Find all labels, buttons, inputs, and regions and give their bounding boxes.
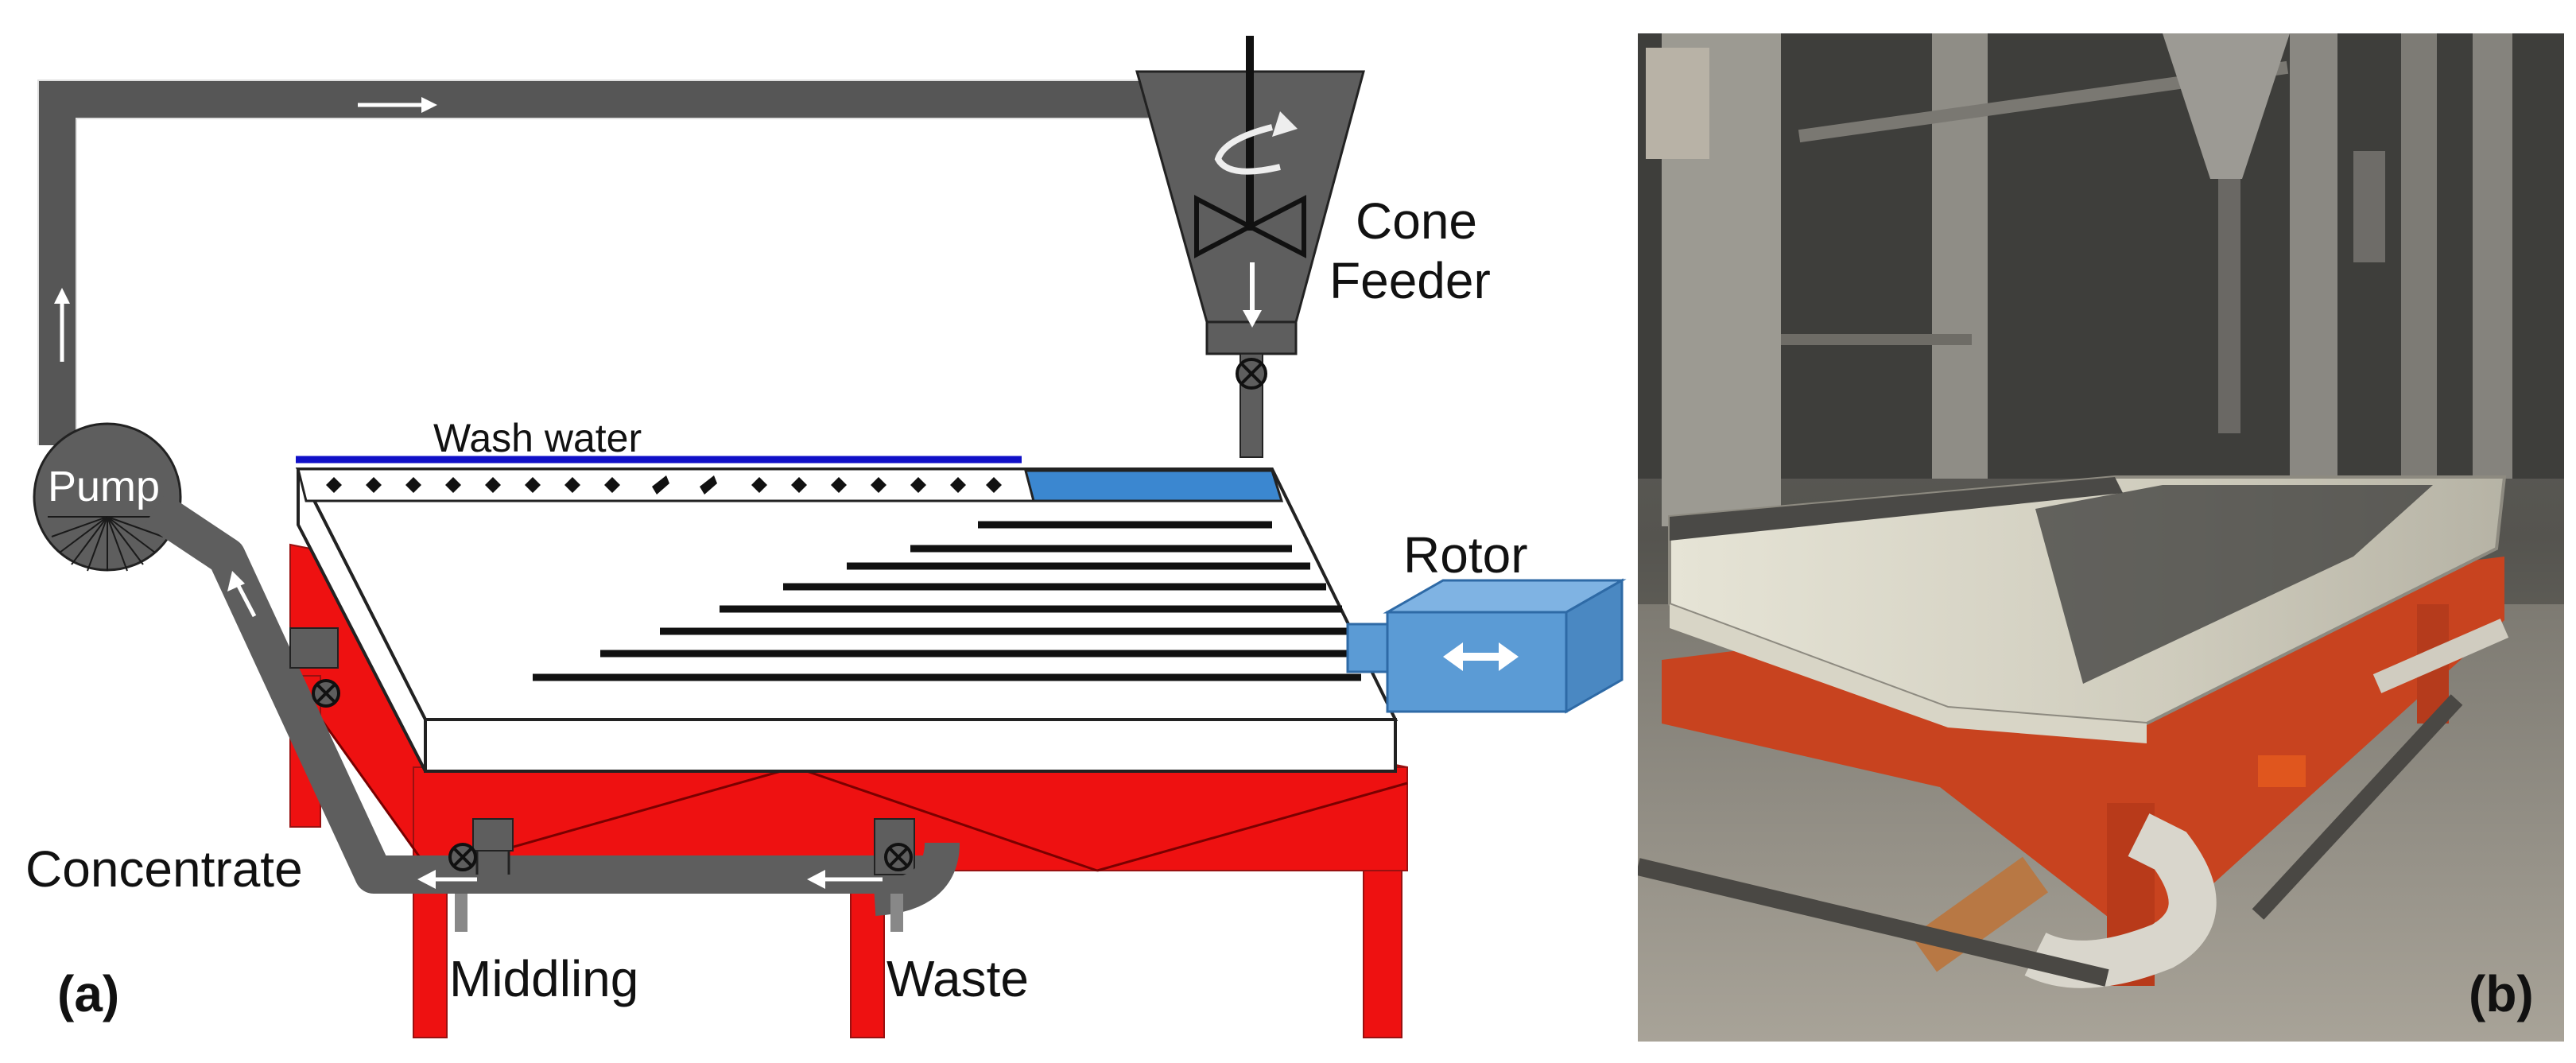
panel-a-diagram: Cone Feeder (25, 36, 1627, 1038)
flow-arrow-right-icon (358, 97, 437, 113)
panel-b-tag: (b) (2469, 965, 2534, 1022)
recirculation-pipe (39, 81, 1161, 445)
middling-valve-icon (448, 843, 477, 871)
concentrate-return-pipe (144, 493, 926, 894)
riffles (533, 521, 1361, 681)
pump-label: Pump (48, 463, 160, 510)
impeller-icon (1194, 195, 1255, 258)
waste-label: Waste (886, 950, 1029, 1007)
table-leg (413, 870, 448, 1038)
concentrate-valve-icon (312, 679, 340, 708)
panel-b-photo: (b) (1638, 33, 2564, 1042)
flow-arrow-left-icon (417, 870, 477, 889)
table-leg (1363, 870, 1402, 1038)
flow-arrow-diag-icon (227, 571, 257, 618)
rotor-label: Rotor (1403, 526, 1528, 584)
flow-arrow-left-icon (807, 870, 883, 889)
rotation-arrow-icon (1214, 124, 1281, 175)
wash-water-nozzles (326, 475, 1002, 495)
cone-feeder-label: Cone (1356, 192, 1477, 250)
pump (33, 422, 182, 572)
rotor (1346, 578, 1627, 714)
table-deck (295, 467, 1399, 773)
waste-valve-icon (884, 843, 913, 871)
reciprocating-arrow-icon (1443, 642, 1519, 671)
panel-a-tag: (a) (57, 965, 119, 1022)
cone-feeder-label-line2: Feeder (1329, 252, 1491, 309)
cone-feeder (1135, 36, 1365, 458)
flow-arrow-up-icon (54, 288, 70, 362)
feeder-valve-icon (1236, 358, 1267, 390)
middling-label: Middling (449, 950, 638, 1007)
feed-box (1024, 469, 1284, 502)
wash-water-label: Wash water (433, 416, 642, 460)
concentrate-label: Concentrate (25, 840, 303, 898)
